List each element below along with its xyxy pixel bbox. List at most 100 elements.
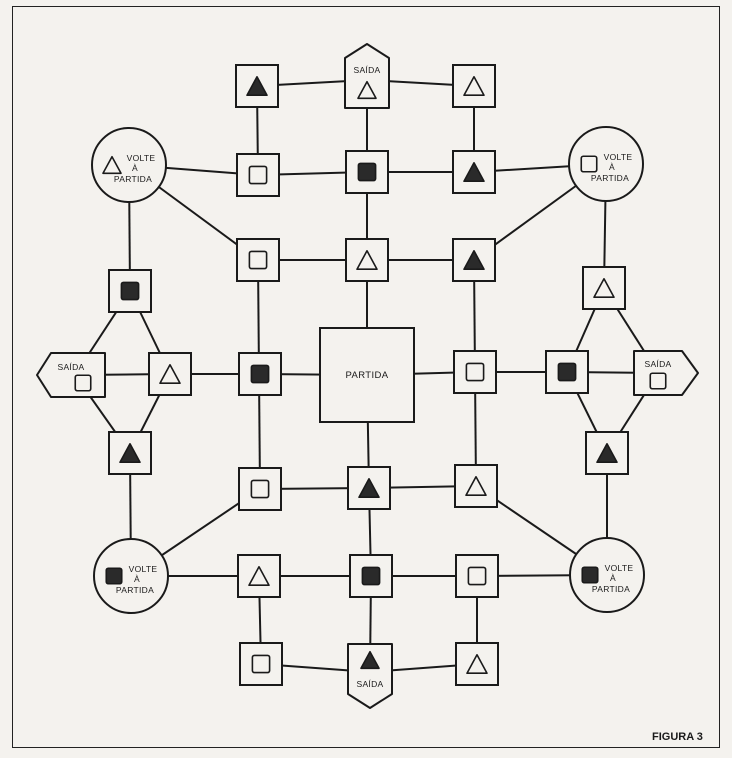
exit-space[interactable]: SAÍDA — [36, 352, 106, 398]
filled-square-icon — [557, 362, 577, 382]
outline-triangle-icon — [159, 363, 181, 385]
board-space[interactable] — [582, 266, 626, 310]
outline-square-icon — [580, 155, 598, 173]
board-space[interactable] — [455, 642, 499, 686]
board-space[interactable] — [454, 464, 498, 508]
return-label-line1: VOLTE — [127, 153, 156, 163]
filled-square-icon — [250, 364, 270, 384]
space-frame — [585, 431, 629, 475]
filled-triangle-icon — [596, 442, 618, 464]
filled-triangle-icon — [360, 650, 380, 670]
outline-square-icon — [74, 374, 92, 392]
exit-label: SAÍDA — [57, 362, 84, 372]
outline-square-icon — [649, 372, 667, 390]
filled-triangle-icon — [463, 250, 485, 271]
start-frame — [319, 327, 415, 423]
return-frame — [568, 126, 644, 202]
exit-space[interactable]: SAÍDA — [633, 350, 699, 396]
exit-space[interactable]: SAÍDA — [344, 43, 390, 109]
start-space[interactable]: PARTIDA — [319, 327, 415, 423]
filled-triangle-icon — [119, 442, 141, 464]
board-space[interactable] — [349, 554, 393, 598]
outline-triangle-icon — [463, 76, 485, 96]
return-frame — [91, 127, 167, 203]
board-space[interactable] — [345, 150, 389, 194]
exit-space[interactable]: SAÍDA — [347, 643, 393, 709]
board-space[interactable] — [345, 238, 389, 282]
space-frame — [545, 350, 589, 394]
board-space[interactable] — [455, 554, 499, 598]
board-space[interactable] — [237, 554, 281, 598]
return-label-line2: À — [134, 574, 140, 584]
start-label: PARTIDA — [345, 370, 388, 381]
space-frame — [345, 238, 389, 282]
board-space[interactable] — [108, 431, 152, 475]
return-label-line1: VOLTE — [604, 152, 633, 162]
board-space[interactable] — [236, 153, 280, 197]
filled-triangle-icon — [358, 477, 380, 499]
board-space[interactable] — [452, 64, 496, 108]
exit-frame — [344, 43, 390, 109]
filled-square-icon — [357, 162, 377, 182]
outline-square-icon — [248, 250, 268, 270]
outline-square-icon — [248, 165, 268, 185]
return-frame — [93, 538, 169, 614]
space-frame — [454, 464, 498, 508]
outline-square-icon — [467, 566, 487, 586]
board-space[interactable] — [239, 642, 283, 686]
figure-caption: FIGURA 3 — [652, 731, 703, 743]
exit-frame — [36, 352, 106, 398]
board-space[interactable] — [545, 350, 589, 394]
exit-label: SAÍDA — [353, 65, 380, 75]
outline-triangle-icon — [466, 653, 488, 675]
outline-square-icon — [251, 654, 271, 674]
return-frame — [569, 537, 645, 613]
filled-square-icon — [581, 566, 599, 584]
board-space[interactable] — [453, 350, 497, 394]
board-space[interactable] — [238, 467, 282, 511]
filled-square-icon — [120, 281, 140, 301]
return-label-line2: À — [609, 162, 615, 172]
board-space[interactable] — [238, 352, 282, 396]
board-space[interactable] — [452, 238, 496, 282]
return-label-line3: PARTIDA — [114, 174, 152, 184]
filled-square-icon — [361, 566, 381, 586]
return-label-line1: VOLTE — [605, 563, 634, 573]
outline-triangle-icon — [593, 277, 615, 299]
return-label-line2: À — [132, 163, 138, 173]
exit-label: SAÍDA — [644, 359, 671, 369]
outline-triangle-icon — [357, 80, 377, 100]
return-label-line3: PARTIDA — [592, 584, 630, 594]
return-label-line3: PARTIDA — [591, 173, 629, 183]
board-space[interactable] — [347, 466, 391, 510]
outline-triangle-icon — [465, 475, 487, 497]
board-space[interactable] — [585, 431, 629, 475]
outline-square-icon — [465, 362, 485, 382]
return-label-line2: À — [610, 573, 616, 583]
return-label-line1: VOLTE — [129, 564, 158, 574]
filled-triangle-icon — [463, 162, 485, 182]
board-space[interactable] — [236, 238, 280, 282]
filled-square-icon — [105, 567, 123, 585]
space-frame — [452, 150, 496, 194]
outline-triangle-icon — [356, 250, 378, 271]
space-frame — [238, 467, 282, 511]
return-label-line3: PARTIDA — [116, 585, 154, 595]
figure-frame — [12, 6, 720, 748]
outline-triangle-icon — [102, 155, 122, 175]
outline-triangle-icon — [248, 565, 270, 587]
board-space[interactable] — [148, 352, 192, 396]
board-space[interactable] — [108, 269, 152, 313]
board-space[interactable] — [235, 64, 279, 108]
exit-label: SAÍDA — [356, 679, 383, 689]
board-space[interactable] — [452, 150, 496, 194]
space-frame — [237, 554, 281, 598]
filled-triangle-icon — [246, 76, 268, 96]
outline-square-icon — [250, 479, 270, 499]
